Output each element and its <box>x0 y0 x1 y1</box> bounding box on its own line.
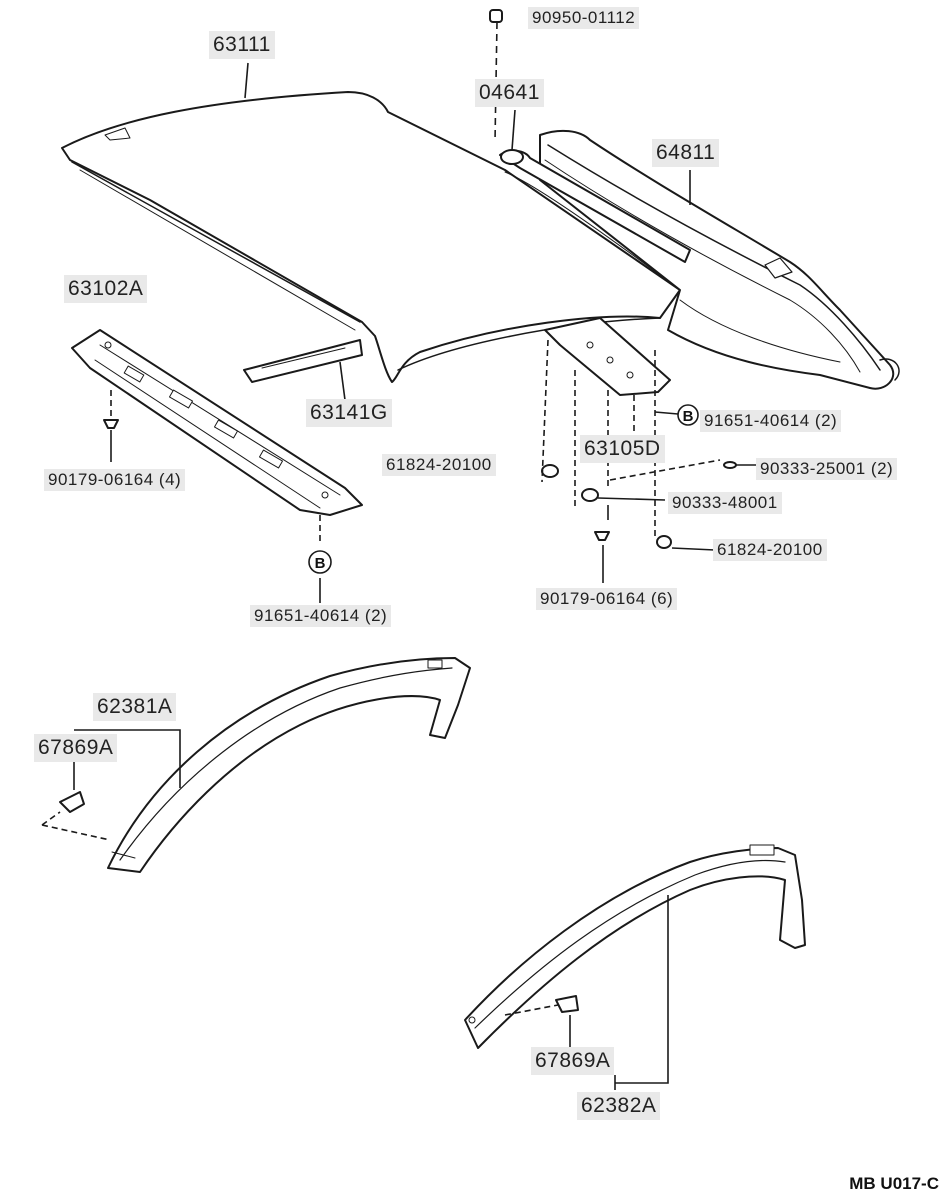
label-63111: 63111 <box>209 31 275 59</box>
plug-61824-left <box>541 464 559 478</box>
weatherstrip-64811 <box>539 129 900 390</box>
front-reinforcement-63102A <box>71 329 363 516</box>
label-90333-48001: 90333-48001 <box>668 492 782 514</box>
label-62381A: 62381A <box>93 693 177 721</box>
label-62382A: 62382A <box>577 1092 661 1120</box>
clip-90179-left <box>103 419 119 429</box>
label-67869A-top: 67869A <box>34 734 118 762</box>
label-91651-40614-right: 91651-40614 (2) <box>700 410 842 432</box>
plug-90333-25001 <box>723 461 737 469</box>
seal-04641 <box>499 149 691 263</box>
svg-text:B: B <box>683 408 694 425</box>
plug-61824-right <box>656 535 672 549</box>
clip-90179-right <box>594 531 610 541</box>
diagram-code: MB U017-C <box>849 1174 939 1193</box>
clip-67869A-top <box>59 791 85 813</box>
label-64811: 64811 <box>652 139 720 167</box>
label-90333-25001: 90333-25001 (2) <box>756 458 898 480</box>
label-61824-20100-left: 61824-20100 <box>382 454 496 476</box>
label-91651-40614-left: 91651-40614 (2) <box>250 605 392 627</box>
label-61824-20100-right: 61824-20100 <box>713 539 827 561</box>
label-90950-01112: 90950-01112 <box>528 7 640 29</box>
nut-90950-01112 <box>489 9 503 23</box>
roof-rail-62381A <box>107 657 471 873</box>
label-63102A: 63102A <box>64 275 148 303</box>
roof-panel-63111 <box>61 91 681 383</box>
bracket-63141G <box>243 339 363 383</box>
svg-text:B: B <box>315 555 326 572</box>
clip-67869A-bottom <box>555 995 579 1013</box>
label-63141G: 63141G <box>306 399 392 427</box>
label-04641: 04641 <box>475 79 544 107</box>
label-90179-06164-6: 90179-06164 (6) <box>536 588 678 610</box>
label-63105D: 63105D <box>580 435 665 463</box>
callout-b-right: B <box>677 404 699 426</box>
label-90179-06164-4: 90179-06164 (4) <box>44 469 186 491</box>
label-67869A-bottom: 67869A <box>531 1047 615 1075</box>
plug-90333-48001 <box>581 488 599 502</box>
roof-rail-62382A <box>464 844 806 1049</box>
rear-reinforcement-63105D <box>544 317 671 396</box>
callout-b-left: B <box>308 550 332 574</box>
